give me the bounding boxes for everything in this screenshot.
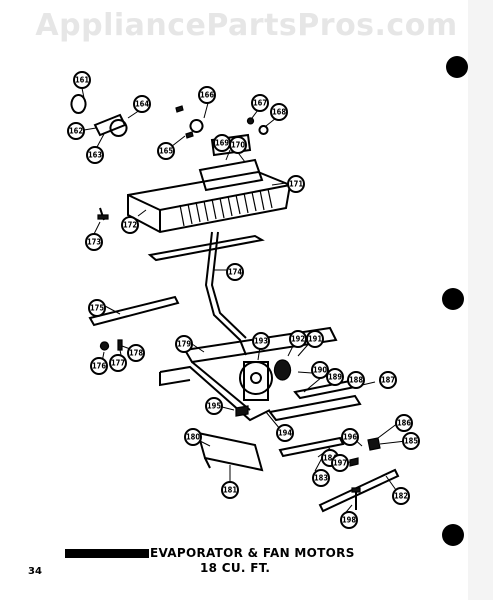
callout-181: 181 — [221, 481, 239, 499]
leader-lines — [81, 87, 407, 518]
binder-hole-top — [446, 56, 468, 78]
svg-text:198: 198 — [342, 516, 356, 525]
svg-text:177: 177 — [111, 359, 125, 368]
callout-192: 192 — [289, 330, 307, 348]
callout-174: 174 — [226, 263, 244, 281]
svg-text:162: 162 — [69, 127, 83, 136]
svg-text:185: 185 — [404, 437, 418, 446]
diagram-title: EVAPORATOR & FAN MOTORS — [150, 546, 355, 560]
svg-text:168: 168 — [272, 108, 286, 117]
diagram-subtitle: 18 CU. FT. — [200, 561, 271, 575]
svg-text:193: 193 — [254, 337, 268, 346]
callout-188: 188 — [347, 371, 365, 389]
svg-text:181: 181 — [223, 486, 237, 495]
svg-text:163: 163 — [88, 151, 102, 160]
svg-text:182: 182 — [394, 492, 408, 501]
svg-text:171: 171 — [289, 180, 303, 189]
svg-text:189: 189 — [328, 373, 342, 382]
callout-185: 185 — [402, 432, 420, 450]
svg-text:190: 190 — [313, 366, 327, 375]
callout-194: 194 — [276, 424, 294, 442]
callout-176: 176 — [90, 357, 108, 375]
callout-168: 168 — [270, 103, 288, 121]
svg-text:187: 187 — [381, 376, 395, 385]
svg-text:186: 186 — [397, 419, 411, 428]
svg-text:164: 164 — [135, 100, 149, 109]
svg-text:172: 172 — [123, 221, 137, 230]
svg-text:195: 195 — [207, 402, 221, 411]
svg-text:179: 179 — [177, 340, 191, 349]
svg-text:178: 178 — [129, 349, 143, 358]
callout-186: 186 — [395, 414, 413, 432]
svg-text:197: 197 — [333, 459, 347, 468]
callout-180: 180 — [184, 428, 202, 446]
callout-195: 195 — [205, 397, 223, 415]
svg-text:184: 184 — [323, 454, 337, 463]
callout-197: 197 — [331, 454, 349, 472]
callout-191: 191 — [306, 330, 324, 348]
callout-166: 166 — [198, 86, 216, 104]
svg-text:167: 167 — [253, 99, 267, 108]
callout-196: 196 — [341, 428, 359, 446]
svg-text:170: 170 — [231, 141, 245, 150]
svg-text:188: 188 — [349, 376, 363, 385]
callout-177: 177 — [109, 354, 127, 372]
page-number: 34 — [28, 566, 42, 577]
callout-189: 189 — [326, 368, 344, 386]
svg-text:175: 175 — [90, 304, 104, 313]
title-blackout-bar — [65, 549, 149, 558]
shroud-and-brackets — [88, 295, 264, 472]
callout-190: 190 — [311, 361, 329, 379]
evaporator — [127, 158, 292, 356]
svg-text:165: 165 — [159, 147, 173, 156]
svg-text:194: 194 — [278, 429, 292, 438]
binder-hole-bottom — [442, 524, 464, 546]
callout-170: 170 — [229, 136, 247, 154]
svg-text:166: 166 — [200, 91, 214, 100]
watermark: AppliancePartsPros.com — [35, 8, 458, 43]
binder-hole-middle — [442, 288, 464, 310]
svg-text:161: 161 — [75, 76, 89, 85]
callout-193: 193 — [252, 332, 270, 350]
svg-text:183: 183 — [314, 474, 328, 483]
callout-182: 182 — [392, 487, 410, 505]
fan-motor-assembly — [159, 326, 400, 513]
scan-edge — [468, 0, 493, 600]
callout-178: 178 — [127, 344, 145, 362]
svg-text:176: 176 — [92, 362, 106, 371]
svg-text:169: 169 — [215, 139, 229, 148]
callout-171: 171 — [287, 175, 305, 193]
callout-172: 172 — [121, 216, 139, 234]
callout-164: 164 — [133, 95, 151, 113]
callout-161: 161 — [73, 71, 91, 89]
svg-text:180: 180 — [186, 433, 200, 442]
svg-text:173: 173 — [87, 238, 101, 247]
svg-text:196: 196 — [343, 433, 357, 442]
callout-198: 198 — [340, 511, 358, 529]
callout-167: 167 — [251, 94, 269, 112]
svg-text:191: 191 — [308, 335, 322, 344]
callout-165: 165 — [157, 142, 175, 160]
callout-169: 169 — [213, 134, 231, 152]
callout-175: 175 — [88, 299, 106, 317]
thermostat-parts — [70, 94, 269, 221]
callout-163: 163 — [86, 146, 104, 164]
svg-text:174: 174 — [228, 268, 242, 277]
callout-162: 162 — [67, 122, 85, 140]
callout-173: 173 — [85, 233, 103, 251]
callout-183: 183 — [312, 469, 330, 487]
callout-179: 179 — [175, 335, 193, 353]
svg-text:192: 192 — [291, 335, 305, 344]
callout-187: 187 — [379, 371, 397, 389]
